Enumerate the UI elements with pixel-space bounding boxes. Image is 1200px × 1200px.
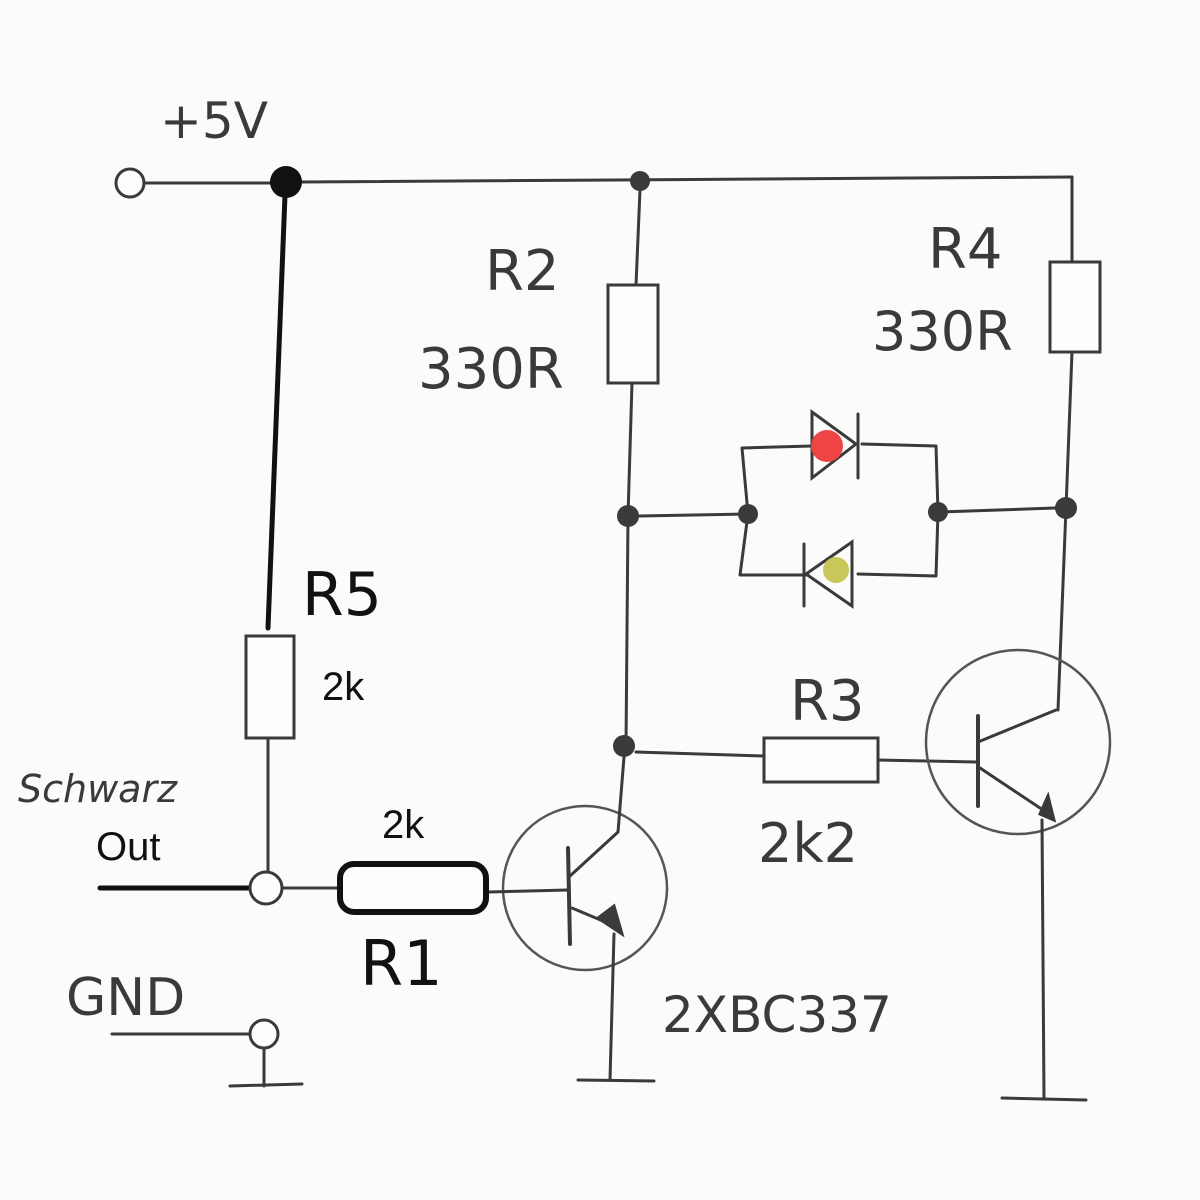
gnd-label: GND (66, 968, 185, 1028)
collector1-junction (613, 735, 635, 757)
r2-resistor[interactable] (606, 283, 660, 385)
r5-value-label: 2k (322, 665, 365, 709)
led-red-color-dot (811, 430, 843, 462)
r4-led-junction (1055, 497, 1077, 519)
r1-branch (97, 861, 489, 915)
r4-resistor[interactable] (1048, 260, 1102, 354)
out-label-line2: Out (96, 825, 160, 869)
led-pair (637, 409, 1057, 609)
r3-name-label: R3 (790, 669, 865, 734)
r2-value-label: 330R (418, 337, 564, 402)
r5-branch (244, 192, 296, 872)
out-terminal[interactable] (248, 870, 284, 906)
r5-name-label: R5 (302, 560, 382, 630)
out-label-line1: Schwarz (18, 767, 178, 811)
gnd-terminal-group (110, 1018, 304, 1088)
r2-led-junction (617, 505, 639, 527)
r5-resistor[interactable] (244, 634, 296, 740)
r4-name-label: R4 (928, 217, 1003, 282)
led-yellow-color-dot (823, 557, 849, 583)
vcc-junction-r2 (630, 171, 650, 191)
r3-resistor[interactable] (762, 736, 880, 784)
vcc-rail (114, 166, 1074, 264)
r1-name-label: R1 (360, 927, 443, 1000)
transistor-q1[interactable] (486, 755, 669, 1083)
transistor-type-label: 2XBC337 (662, 986, 892, 1044)
r2-branch (606, 188, 660, 757)
transistor-q2[interactable] (924, 648, 1112, 1102)
vcc-label: +5V (160, 92, 268, 150)
r1-value-label: 2k (382, 803, 425, 847)
r4-branch (1048, 260, 1102, 712)
r1-resistor[interactable] (337, 861, 489, 915)
led-red[interactable] (810, 409, 860, 482)
r2-name-label: R2 (485, 239, 560, 304)
vcc-main-junction (270, 166, 302, 198)
r3-branch (634, 736, 978, 784)
r4-value-label: 330R (872, 300, 1013, 363)
gnd-terminal[interactable] (248, 1018, 280, 1050)
led-yellow[interactable] (802, 539, 854, 609)
vcc-terminal[interactable] (114, 167, 146, 199)
r3-value-label: 2k2 (758, 812, 858, 875)
